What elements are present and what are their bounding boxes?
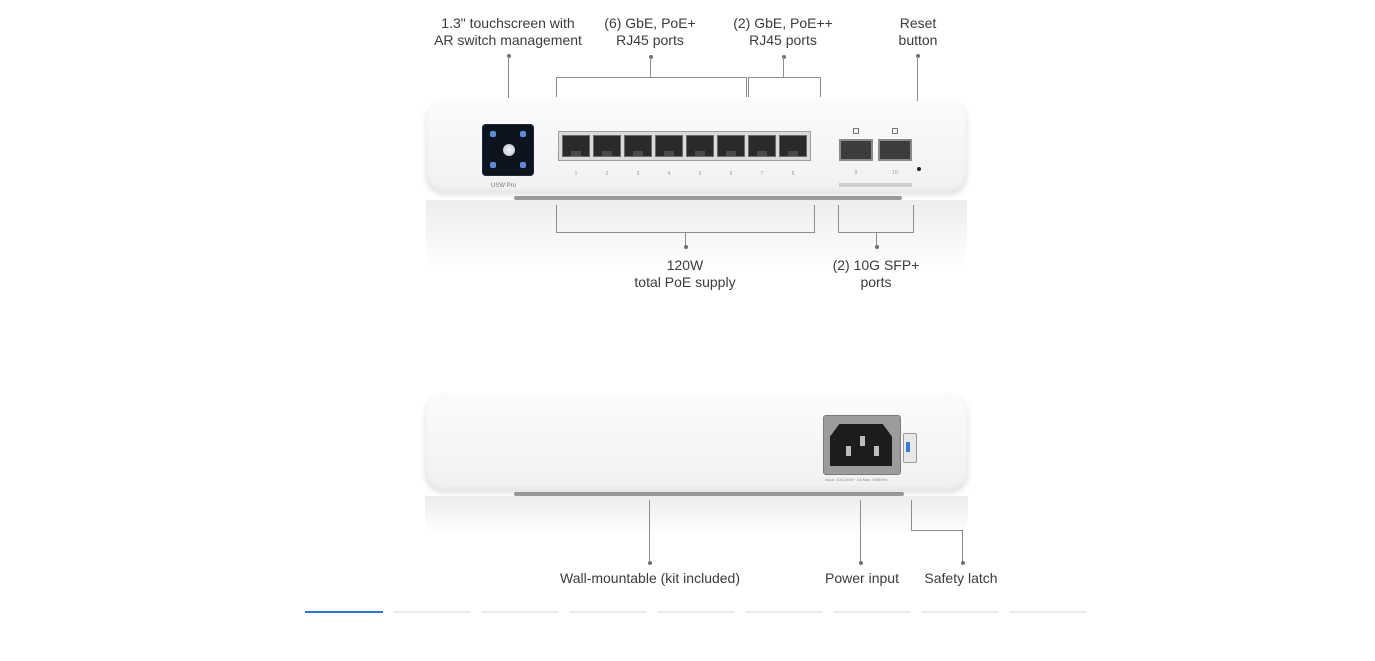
rj45-port-6: [717, 135, 745, 157]
rj45-port-8: [779, 135, 807, 157]
rj45-port-5: [686, 135, 714, 157]
screen-icon-bottom-right: [520, 162, 526, 168]
wall-mount-callout: Wall-mountable (kit included): [560, 570, 740, 586]
sfp-leader: [876, 232, 877, 246]
rj45-port-2: [593, 135, 621, 157]
gallery-tab-6[interactable]: [745, 611, 823, 613]
brand-label: USW Pro: [491, 183, 517, 189]
switch-back-view: Input: 100-240V~ 2A Max. 50/60Hz: [425, 395, 968, 491]
touchscreen-leader-dot: [507, 54, 511, 58]
gallery-tab-4[interactable]: [569, 611, 647, 613]
gallery-tab-5[interactable]: [657, 611, 735, 613]
sfp-bracket-left: [838, 205, 839, 232]
port-number-6: 6: [729, 171, 733, 177]
sfp-status-bar: [839, 183, 912, 187]
power-pin-right: [874, 446, 879, 456]
gbe-poe-plus-callout: (6) GbE, PoE+ RJ45 ports: [604, 15, 696, 48]
gbe-poe-plus-bracket: [556, 77, 746, 78]
reset-button[interactable]: [917, 167, 921, 171]
gallery-tab-7[interactable]: [833, 611, 911, 613]
safety-latch-leader-horizontal: [911, 530, 963, 531]
screen-icon-top-left: [490, 131, 496, 137]
poe-supply-leader-dot: [684, 245, 688, 249]
front-base-shadow: [514, 196, 902, 200]
gallery-tab-9[interactable]: [1009, 611, 1087, 613]
reset-leader-dot: [916, 54, 920, 58]
poe-supply-bracket-left: [556, 205, 557, 232]
port-number-5: 5: [698, 171, 702, 177]
power-rating-text: Input: 100-240V~ 2A Max. 50/60Hz: [825, 477, 888, 482]
safety-latch[interactable]: [903, 433, 917, 463]
sfp-number-10: 10: [892, 170, 898, 176]
power-socket: [823, 415, 901, 475]
port-number-2: 2: [605, 171, 609, 177]
power-input-leader: [860, 500, 861, 562]
port-number-1: 1: [574, 171, 578, 177]
back-base-shadow: [514, 492, 904, 496]
switch-front-view: USW Pro 1 2 3 4 5 6 7 8 9 10: [426, 101, 967, 193]
screen-icon-bottom-left: [490, 162, 496, 168]
gbe-poe-plus-plus-leader: [783, 57, 784, 77]
wall-mount-leader-dot: [648, 561, 652, 565]
sfp-leader-dot: [875, 245, 879, 249]
gbe-poe-plus-plus-bracket-left: [748, 77, 749, 97]
sfp-led-1: [853, 128, 859, 134]
touchscreen-callout: 1.3" touchscreen with AR switch manageme…: [434, 15, 582, 48]
safety-latch-leader-vertical: [911, 500, 912, 530]
gallery-tab-8[interactable]: [921, 611, 999, 613]
sfp-port-9: [839, 139, 873, 161]
gallery-tab-3[interactable]: [481, 611, 559, 613]
reset-callout: Reset button: [898, 15, 938, 48]
safety-latch-leader-dot: [961, 561, 965, 565]
rj45-port-7: [748, 135, 776, 157]
port-number-4: 4: [667, 171, 671, 177]
gbe-poe-plus-leader-dot: [649, 55, 653, 59]
power-input-leader-dot: [859, 561, 863, 565]
port-number-7: 7: [760, 171, 764, 177]
poe-supply-bracket-right: [814, 205, 815, 232]
rj45-port-4: [655, 135, 683, 157]
rj45-port-1: [562, 135, 590, 157]
power-pin-center: [860, 436, 865, 446]
gbe-poe-plus-leader: [650, 57, 651, 77]
gbe-poe-plus-plus-bracket: [748, 77, 820, 78]
wall-mount-leader: [649, 500, 650, 562]
port-number-8: 8: [791, 171, 795, 177]
power-input-callout: Power input: [825, 570, 899, 586]
port-number-3: 3: [636, 171, 640, 177]
gbe-poe-plus-bracket-left: [556, 77, 557, 97]
touchscreen-leader: [508, 56, 509, 98]
poe-supply-callout: 120W total PoE supply: [634, 257, 736, 290]
gallery-tab-strip: [305, 611, 1087, 613]
safety-latch-callout: Safety latch: [924, 570, 998, 586]
safety-latch-leader-down: [962, 530, 963, 562]
gbe-poe-plus-plus-leader-dot: [782, 55, 786, 59]
poe-supply-leader: [685, 232, 686, 246]
gbe-poe-plus-bracket-right: [746, 77, 747, 97]
sfp-bracket-right: [913, 205, 914, 232]
screen-icon-top-right: [520, 131, 526, 137]
sfp-number-9: 9: [854, 170, 858, 176]
sfp-ports-callout: (2) 10G SFP+ ports: [832, 257, 920, 290]
back-reflection: [425, 496, 968, 536]
screen-center-dial: [503, 144, 515, 156]
rj45-port-3: [624, 135, 652, 157]
sfp-port-10: [878, 139, 912, 161]
touchscreen-display[interactable]: [482, 124, 534, 176]
rj45-port-group: [558, 131, 811, 161]
power-pin-left: [846, 446, 851, 456]
gallery-tab-2[interactable]: [393, 611, 471, 613]
gbe-poe-plus-plus-callout: (2) GbE, PoE++ RJ45 ports: [733, 15, 833, 48]
gbe-poe-plus-plus-bracket-right: [820, 77, 821, 97]
gallery-tab-1[interactable]: [305, 611, 383, 613]
sfp-led-2: [892, 128, 898, 134]
